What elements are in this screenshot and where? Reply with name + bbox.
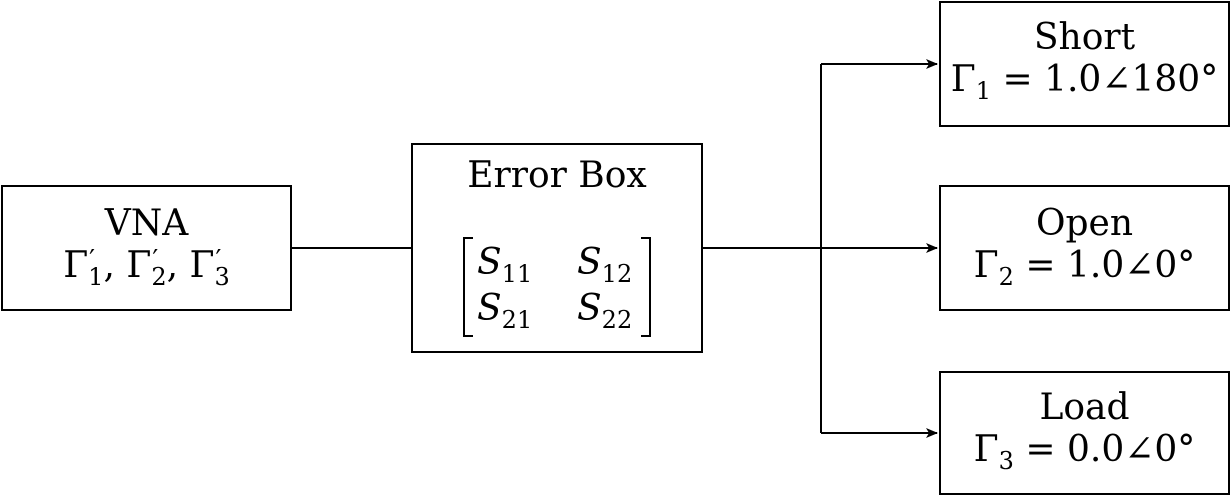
s-parameter-matrix: S11 S12 S21 S22 [463, 237, 651, 337]
gamma-symbol: Γ [126, 245, 152, 286]
vna-box: VNA Γ′1, Γ′2, Γ′3 [1, 185, 292, 311]
error-box: Error Box S11 S12 S21 S22 [411, 143, 703, 353]
gamma-symbol: Γ [973, 429, 999, 470]
prime-mark: ′ [89, 245, 96, 275]
matrix-cell-s22: S22 [577, 288, 633, 335]
gamma-subscript: 1 [88, 263, 104, 291]
standard-name: Open [1035, 203, 1134, 244]
s-subscript: 11 [501, 260, 533, 288]
gamma-subscript: 2 [151, 263, 167, 291]
gamma-subscript: 1 [975, 77, 992, 105]
gamma-symbol: Γ [973, 245, 999, 286]
s-subscript: 21 [501, 306, 533, 334]
standard-equation: Γ3 = 0.0∠0° [941, 429, 1228, 475]
gamma-prime-3: Γ′ [189, 245, 222, 287]
open-standard-box: Open Γ2 = 1.0∠0° [939, 185, 1230, 311]
matrix-cell-s12: S12 [577, 242, 633, 289]
standard-equation: Γ2 = 1.0∠0° [941, 245, 1228, 291]
standard-equation: Γ1 = 1.0∠180° [941, 59, 1228, 105]
s-symbol: S [477, 288, 502, 329]
s-subscript: 22 [601, 306, 633, 334]
reflection-value: = 1.0∠180° [991, 59, 1219, 100]
s-symbol: S [477, 242, 502, 283]
gamma-symbol: Γ [189, 245, 215, 286]
short-standard-box: Short Γ1 = 1.0∠180° [939, 1, 1230, 127]
matrix-cell-s11: S11 [477, 242, 533, 289]
gamma-symbol: Γ [950, 59, 976, 100]
vna-measured-gammas: Γ′1, Γ′2, Γ′3 [3, 245, 290, 291]
error-box-title: Error Box [467, 155, 647, 196]
gamma-prime-1: Γ′ [63, 245, 95, 287]
standard-name: Load [1039, 387, 1130, 428]
reflection-value: = 1.0∠0° [1013, 245, 1196, 286]
separator: , [166, 245, 179, 286]
gamma-subscript: 3 [998, 447, 1014, 475]
standard-name: Short [1033, 17, 1136, 58]
load-standard-box: Load Γ3 = 0.0∠0° [939, 371, 1230, 495]
s-symbol: S [577, 242, 602, 283]
gamma-subscript: 3 [214, 263, 230, 291]
prime-mark: ′ [215, 245, 222, 275]
reflection-value: = 0.0∠0° [1013, 429, 1196, 470]
matrix-right-bracket [641, 237, 651, 337]
s-subscript: 12 [601, 260, 633, 288]
s-symbol: S [577, 288, 602, 329]
vna-title: VNA [104, 203, 189, 244]
gamma-symbol: Γ [63, 245, 89, 286]
prime-mark: ′ [152, 245, 159, 275]
separator: , [103, 245, 115, 286]
gamma-prime-2: Γ′ [126, 245, 158, 287]
matrix-left-bracket [463, 237, 473, 337]
matrix-cell-s21: S21 [477, 288, 533, 335]
gamma-subscript: 2 [998, 263, 1014, 291]
